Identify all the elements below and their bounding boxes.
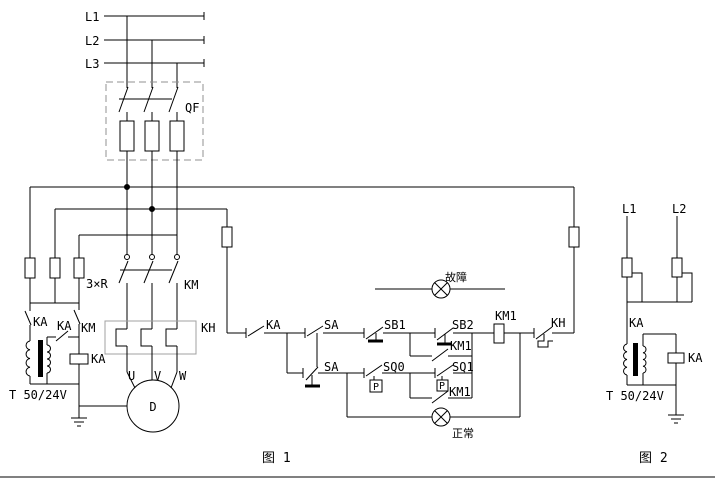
phase-monitor: KA KA KM KA T 50/24V bbox=[9, 303, 127, 427]
sq0-switch bbox=[363, 364, 383, 393]
ka-contact-blade bbox=[24, 310, 32, 326]
fig2-transformer bbox=[623, 343, 647, 376]
kh-overload: KH bbox=[104, 320, 215, 372]
normal-lamp bbox=[347, 407, 520, 427]
fig2-fuse-right bbox=[671, 257, 683, 278]
transformer-core bbox=[633, 343, 638, 376]
ka-contact-blade bbox=[55, 330, 69, 342]
label-fig2-ka-wire: KA bbox=[629, 316, 644, 330]
label-ka-contact-2: KA bbox=[57, 319, 72, 333]
label-motor-d: D bbox=[149, 400, 156, 414]
ka-contact-blade bbox=[247, 325, 265, 337]
km-main-contacts: KM bbox=[118, 254, 198, 329]
transformer-secondary-coil bbox=[46, 344, 51, 374]
resistors-3xr: 3×R bbox=[24, 257, 108, 304]
label-km-contact: KM bbox=[81, 321, 95, 335]
label-km: KM bbox=[184, 278, 198, 292]
label-3xr: 3×R bbox=[86, 277, 108, 291]
junction-dot bbox=[124, 184, 130, 190]
ka-coil bbox=[69, 353, 89, 365]
fig2-ka-coil bbox=[667, 352, 685, 364]
label-l2: L2 bbox=[85, 34, 99, 48]
figure1-caption: 图 1 bbox=[262, 451, 291, 466]
label-fig2-l1: L1 bbox=[622, 202, 636, 216]
fault-lamp bbox=[375, 279, 505, 299]
km1-coil bbox=[493, 323, 505, 344]
sb1-button bbox=[363, 326, 384, 343]
figure1: L1 L2 L3 QF bbox=[9, 10, 580, 466]
label-kh-contact: KH bbox=[551, 316, 565, 330]
transformer-core bbox=[38, 340, 43, 377]
sa-upper-blade bbox=[306, 325, 324, 337]
label-sq1-p: P bbox=[439, 381, 445, 392]
label-fig2-l2: L2 bbox=[672, 202, 686, 216]
power-lines: L1 L2 L3 bbox=[85, 10, 205, 88]
label-sb2: SB2 bbox=[452, 318, 474, 332]
label-sb1: SB1 bbox=[384, 318, 406, 332]
label-sq0: SQ0 bbox=[383, 360, 405, 374]
control-fuse-right bbox=[568, 226, 580, 248]
label-fig2-ka-coil: KA bbox=[688, 351, 703, 365]
label-l1: L1 bbox=[85, 10, 99, 24]
sb2-button bbox=[434, 327, 454, 346]
km1-aux-lower bbox=[410, 390, 472, 404]
label-v: V bbox=[154, 369, 161, 383]
fig2-fuse-left bbox=[621, 257, 633, 278]
sq1-switch bbox=[434, 364, 454, 392]
transformer-primary-coil bbox=[25, 340, 31, 377]
label-w: W bbox=[179, 369, 187, 383]
label-km1-coil: KM1 bbox=[495, 309, 517, 323]
label-km1-aux-upper: KM1 bbox=[450, 339, 472, 353]
km1-aux-upper bbox=[410, 348, 472, 362]
label-ka-contact-1: KA bbox=[33, 315, 48, 329]
label-sq1: SQ1 bbox=[452, 360, 474, 374]
tap-wires bbox=[29, 184, 574, 258]
label-transformer-2: T 50/24V bbox=[606, 389, 664, 403]
label-transformer-1: T 50/24V bbox=[9, 388, 67, 402]
label-km1-aux-lower: KM1 bbox=[449, 385, 471, 399]
qf-breaker: QF bbox=[105, 81, 204, 255]
km-contact-blade bbox=[73, 309, 81, 325]
label-ka: KA bbox=[266, 318, 281, 332]
label-ka-coil: KA bbox=[91, 352, 106, 366]
figure2-caption: 图 2 bbox=[639, 451, 668, 466]
motor: U V W D bbox=[126, 369, 187, 433]
label-l3: L3 bbox=[85, 57, 99, 71]
label-u: U bbox=[128, 369, 135, 383]
figure2: L1 L2 KA KA T 50/24V 图 bbox=[606, 202, 703, 466]
transformer-primary-coil bbox=[623, 343, 628, 376]
label-sa-lower: SA bbox=[324, 360, 339, 374]
label-qf: QF bbox=[185, 101, 199, 115]
sa-lower-switch bbox=[302, 366, 320, 388]
control-fuse-left bbox=[221, 226, 233, 248]
ground-symbol bbox=[71, 417, 87, 427]
kh-contact bbox=[533, 326, 553, 348]
label-sa-upper: SA bbox=[324, 318, 339, 332]
label-sq0-p: P bbox=[373, 382, 379, 393]
transformer-secondary-coil bbox=[642, 345, 647, 374]
label-kh: KH bbox=[201, 321, 215, 335]
label-normal-lamp: 正常 bbox=[452, 427, 474, 440]
junction-dot bbox=[149, 206, 155, 212]
ground-symbol bbox=[668, 414, 684, 424]
label-fault-lamp: 故障 bbox=[445, 270, 467, 284]
control-circuit: KA SA SB1 SB2 bbox=[221, 187, 580, 440]
